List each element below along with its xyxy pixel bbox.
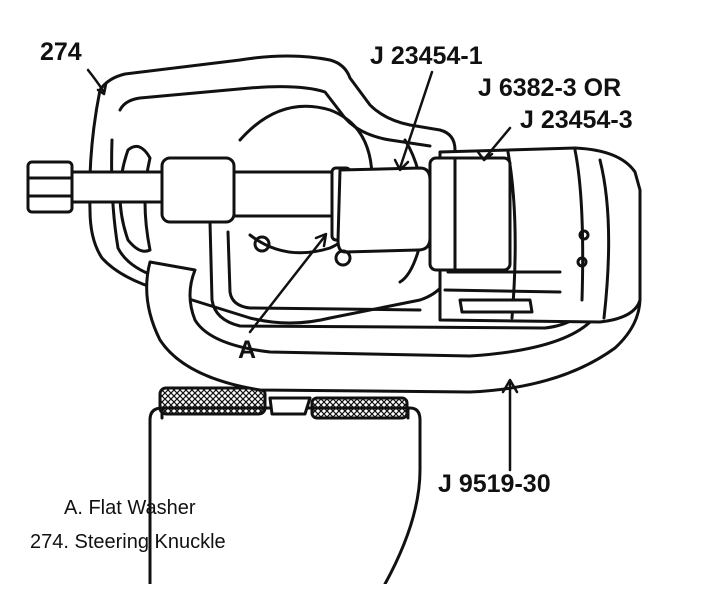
receiver-tool-j23454-1 [253,166,432,267]
screw-collar [160,156,236,224]
callout-j23454-1: J 23454-1 [370,42,483,70]
forcing-screw [26,160,174,214]
callout-274: 274 [40,38,82,66]
callout-j6382-3-or: J 6382-3 OR [478,74,622,102]
adapter-tool [428,156,512,272]
press-shaft [232,170,344,218]
vise-jaw [148,386,422,586]
callout-j9519-30: J 9519-30 [438,470,551,498]
callout-j23454-3: J 23454-3 [520,106,633,134]
callout-a: A [238,336,257,364]
legend-steering-knuckle: 274. Steering Knuckle [30,531,226,553]
legend-flat-washer: A. Flat Washer [64,497,196,519]
leader-lines [86,68,519,472]
